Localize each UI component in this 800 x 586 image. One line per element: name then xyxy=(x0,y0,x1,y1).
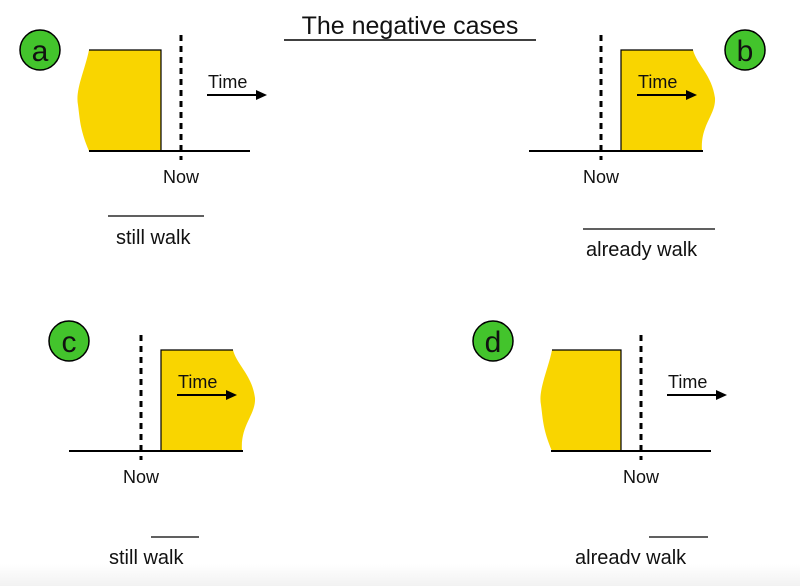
now-label-c: Now xyxy=(123,467,160,487)
time-arrow-a xyxy=(207,90,267,100)
caption-c: still walk xyxy=(109,547,184,569)
badge-c: c xyxy=(48,320,90,362)
caption-b: already walk xyxy=(586,239,698,261)
badge-a: a xyxy=(19,29,61,71)
badge-c-label: c xyxy=(62,326,77,359)
event-block-a xyxy=(77,50,161,151)
time-label-a: Time xyxy=(208,72,247,92)
time-label-b: Time xyxy=(638,72,677,92)
title: The negative cases xyxy=(302,12,519,40)
time-arrow-c xyxy=(177,390,237,400)
badge-d-label: d xyxy=(485,326,502,359)
time-label-d: Time xyxy=(668,372,707,392)
caption-a: still walk xyxy=(116,227,191,249)
time-arrow-d xyxy=(667,390,727,400)
event-block-d xyxy=(540,350,621,451)
badge-d: d xyxy=(472,320,514,362)
time-arrow-b xyxy=(637,90,697,100)
caption-d: already walk xyxy=(575,547,687,569)
panel-b: b Now Time already walk xyxy=(529,29,766,261)
event-block-c xyxy=(161,350,256,451)
event-block-b xyxy=(621,50,716,151)
panel-a: a Now Time still walk xyxy=(19,29,267,249)
now-label-b: Now xyxy=(583,167,620,187)
panel-d: d Now Time already walk xyxy=(472,320,727,569)
time-label-c: Time xyxy=(178,372,217,392)
now-label-d: Now xyxy=(623,467,660,487)
badge-b-label: b xyxy=(737,35,754,68)
bottom-fade xyxy=(0,564,800,586)
now-label-a: Now xyxy=(163,167,200,187)
badge-a-label: a xyxy=(32,35,49,68)
badge-b: b xyxy=(724,29,766,71)
panel-c: c Now Time still walk xyxy=(48,320,256,569)
